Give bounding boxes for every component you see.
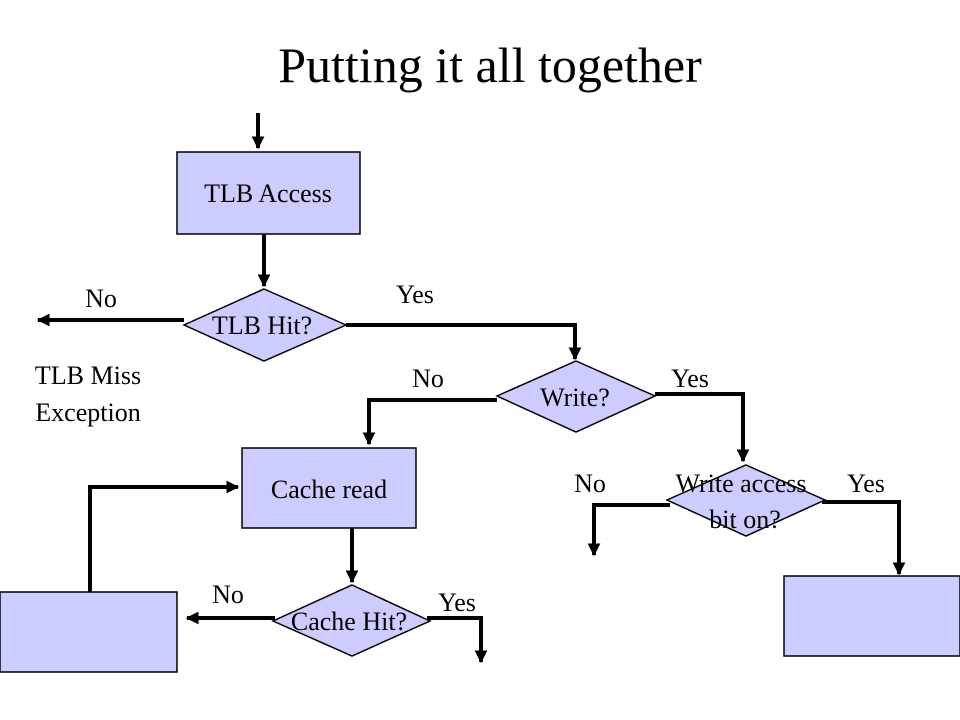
edge-left-box-to-cache-read (88, 480, 240, 592)
label-write-access-no: No (574, 469, 606, 498)
edge-write-no (362, 398, 497, 446)
edge-tlb-hit-yes (346, 323, 582, 361)
node-write-access-label-line2: bit on? (709, 505, 781, 534)
node-cache-read-label: Cache read (271, 475, 387, 504)
label-write-access-yes: Yes (847, 469, 885, 498)
label-tlb-miss-line1: TLB Miss (35, 361, 141, 390)
node-write-access-label-line1: Write access (675, 469, 806, 498)
label-cache-hit-yes: Yes (438, 588, 476, 617)
node-write-label: Write? (540, 383, 610, 412)
label-tlb-miss-line2: Exception (35, 398, 140, 427)
slide-title: Putting it all together (278, 37, 702, 93)
label-write-yes: Yes (671, 364, 709, 393)
node-cache-hit (271, 584, 432, 657)
label-write-no: No (412, 364, 444, 393)
node-tlb-hit (182, 288, 348, 362)
label-cache-hit-no: No (212, 580, 244, 609)
node-write-access (665, 464, 827, 537)
label-tlb-hit-no: No (85, 284, 117, 313)
node-cache-read (241, 447, 417, 529)
edge-write-yes (655, 392, 750, 463)
node-right-box (783, 575, 960, 657)
node-cache-hit-label: Cache Hit? (291, 607, 407, 636)
edge-write-access-yes (822, 500, 906, 576)
node-left-box (0, 591, 178, 673)
node-tlb-hit-label: TLB Hit? (212, 311, 312, 340)
edge-cache-hit-yes (427, 616, 488, 664)
node-tlb-access (176, 151, 361, 235)
node-tlb-access-label: TLB Access (204, 179, 332, 208)
label-tlb-hit-yes: Yes (396, 280, 434, 309)
node-write (495, 360, 657, 433)
edge-write-access-no (587, 503, 670, 557)
